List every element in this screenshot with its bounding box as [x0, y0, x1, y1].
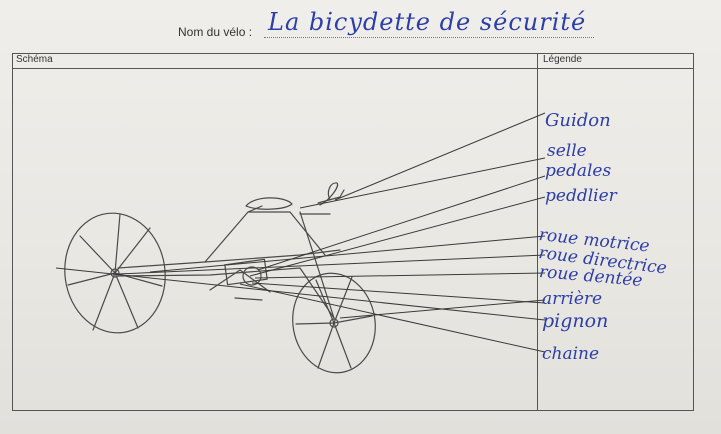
- schema-table: Schéma Légende: [12, 53, 694, 411]
- legend-item: arrière: [542, 289, 603, 309]
- seat: [245, 197, 293, 210]
- bike-name-label: Nom du vélo :: [178, 25, 253, 39]
- legend-item: peddlier: [545, 186, 617, 206]
- column-divider: [537, 54, 538, 410]
- legend-item: chaine: [542, 344, 600, 364]
- front-wheel-spokes: [67, 213, 163, 331]
- schema-header: Schéma: [16, 54, 53, 65]
- bike-name-value: La bicydette de sécurité: [268, 8, 587, 36]
- handlebar: [319, 182, 339, 206]
- legend-item: selle: [547, 141, 587, 161]
- legend-item: pedales: [545, 161, 612, 181]
- chainring: [242, 266, 262, 286]
- leader-lines: [55, 112, 546, 353]
- legend-item: pignon: [542, 310, 609, 332]
- rear-wheel: [292, 272, 376, 374]
- legend-header: Légende: [543, 54, 582, 65]
- bike-name-dotted-line: [264, 37, 594, 38]
- header-divider: [13, 68, 693, 69]
- bike-name-row: Nom du vélo : La bicydette de sécurité: [178, 8, 608, 48]
- pedal-box: [224, 258, 268, 286]
- front-wheel: [64, 212, 166, 334]
- legend-item: Guidon: [545, 110, 611, 131]
